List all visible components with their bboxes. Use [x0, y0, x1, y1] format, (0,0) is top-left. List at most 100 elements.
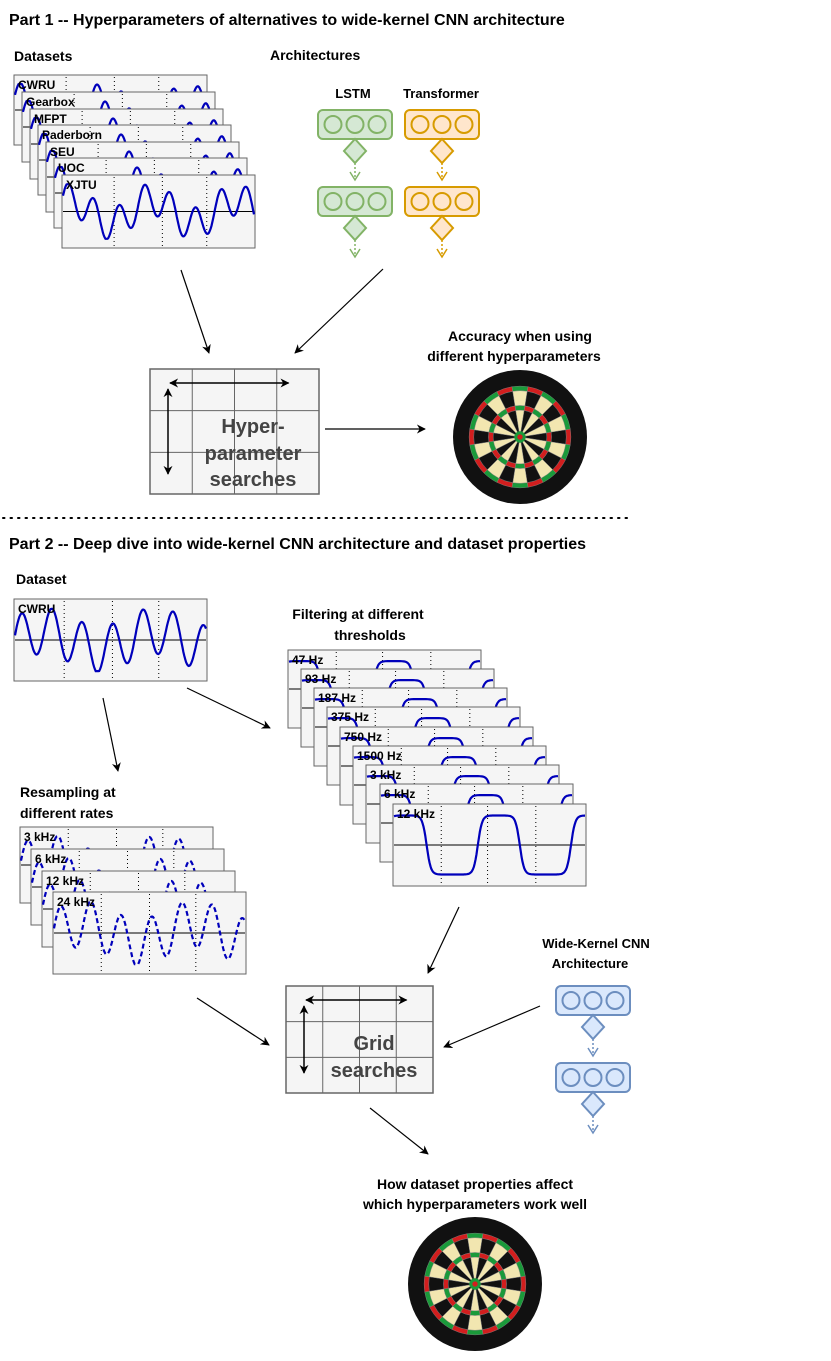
layer-block [404, 186, 480, 217]
dataset-name: CWRU [18, 602, 55, 616]
accuracy-label-1: Accuracy when using [448, 328, 592, 344]
layer-block [317, 186, 393, 217]
arrow-architectures-to-search [294, 268, 384, 354]
neuron-icon [323, 115, 343, 134]
arrow-cnn-to-grid [443, 1005, 541, 1048]
filter-label-2: thresholds [334, 627, 406, 643]
filter-name: 93 Hz [305, 672, 336, 686]
dartboard-segment [423, 1275, 430, 1293]
neuron-icon [605, 991, 625, 1010]
signal-wave [41, 879, 235, 939]
dartboard-segment [511, 385, 529, 392]
arrow-resample-to-grid [196, 997, 270, 1046]
neuron-icon [323, 192, 343, 211]
dartboard-segment [466, 1329, 484, 1336]
dataset-label: Dataset [16, 571, 67, 587]
wide-kernel-cnn-network [555, 985, 631, 1135]
neuron-icon [583, 1068, 603, 1087]
activation-diamond-icon [429, 137, 455, 165]
neuron-icon [561, 1068, 581, 1087]
cwru-signal-panel: CWRU [13, 598, 208, 682]
cnn-label-2: Architecture [552, 956, 629, 971]
dataset-name: UOC [58, 161, 85, 175]
rate-name: 24 kHz [57, 895, 95, 909]
dartboard-segment [473, 429, 490, 445]
grid-label-1: Grid [353, 1033, 394, 1055]
dataset-name: Paderborn [42, 128, 102, 142]
dartboard-segment [443, 1278, 449, 1290]
dartboard-segment [469, 1310, 481, 1316]
dartboard-segment [512, 467, 528, 484]
lstm-label: LSTM [335, 86, 370, 101]
resampling-panel: 24 kHz [52, 891, 247, 975]
resample-label-2: different rates [20, 805, 114, 821]
neuron-icon [367, 115, 387, 134]
filter-panel: 12 kHz [392, 803, 587, 887]
bullseye [517, 434, 523, 440]
arrow-filter-to-grid [427, 906, 460, 974]
dartboard-segment [512, 390, 528, 407]
search-label-2: parameter [205, 443, 302, 465]
neuron-icon [583, 991, 603, 1010]
neuron-icon [561, 991, 581, 1010]
dartboard-segment [466, 1232, 484, 1239]
signal-wave [393, 814, 585, 876]
dartboard-segment [511, 482, 529, 489]
arrowhead-icon [349, 171, 361, 182]
dartboard-segment [468, 428, 475, 446]
dartboard-segment [428, 1276, 445, 1292]
neuron-icon [605, 1068, 625, 1087]
signal-wave [52, 900, 246, 966]
rate-name: 6 kHz [35, 852, 66, 866]
neuron-icon [345, 115, 365, 134]
cwru-panel: CWRU [13, 598, 208, 682]
signal-wave [30, 857, 224, 917]
layer-block [555, 985, 631, 1016]
activation-diamond-icon [342, 214, 368, 242]
filter-name: 750 Hz [344, 730, 382, 744]
dartboard-icon [408, 1217, 542, 1351]
architectures-label: Architectures [270, 47, 360, 63]
dartboard-segment [519, 424, 547, 438]
dartboard-segment [501, 1278, 507, 1290]
activation-diamond-icon [429, 214, 455, 242]
signal-wave [13, 607, 207, 673]
lstm-network [317, 109, 393, 259]
filter-name: 3 kHz [370, 768, 401, 782]
neuron-icon [432, 192, 452, 211]
layer-block [404, 109, 480, 140]
grid-label-2: searches [331, 1060, 418, 1082]
rate-name: 12 kHz [46, 874, 84, 888]
activation-diamond-icon [342, 137, 368, 165]
dartboard-segment [467, 1237, 483, 1254]
part1-title: Part 1 -- Hyperparameters of alternative… [9, 12, 565, 29]
transformer-label: Transformer [403, 86, 479, 101]
dartboard-segment [505, 1276, 522, 1292]
dartboard-icon [453, 370, 587, 504]
dataset-panel: XJTU [61, 174, 256, 249]
dataset-name: CWRU [18, 78, 55, 92]
filter-name: 47 Hz [292, 653, 323, 667]
dartboard-segment [474, 1271, 502, 1285]
dartboard-segment [488, 431, 494, 443]
arrowhead-icon [436, 171, 448, 182]
filter-name: 375 Hz [331, 710, 369, 724]
dartboard-segment [467, 1314, 483, 1331]
search-label-1: Hyper- [221, 416, 284, 438]
arrowhead-icon [349, 248, 361, 259]
neuron-icon [367, 192, 387, 211]
neuron-icon [410, 192, 430, 211]
arrow-dataset-to-filter [186, 687, 271, 729]
datasets-label: Datasets [14, 48, 73, 64]
filter-name: 187 Hz [318, 691, 356, 705]
grid-search-grid [285, 985, 434, 1094]
result-label-1: How dataset properties affect [377, 1176, 573, 1192]
filter-name: 12 kHz [397, 807, 435, 821]
neuron-icon [345, 192, 365, 211]
dartboard-segment [514, 405, 526, 411]
dartboard-segment [520, 1275, 527, 1293]
